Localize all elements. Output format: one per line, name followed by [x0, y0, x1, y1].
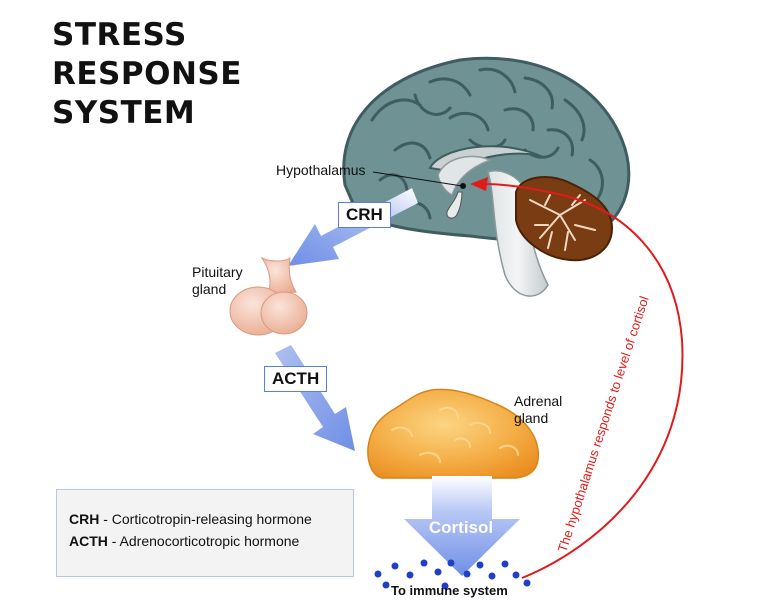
adrenal-label-line: Adrenal [514, 393, 563, 409]
title-line: SYSTEM [52, 95, 196, 131]
legend-row-crh: CRH - Corticotropin-releasing hormone [69, 508, 353, 530]
legend-abbr: CRH [69, 511, 100, 527]
adrenal-label-line: gland [514, 410, 549, 426]
adrenal-gland-illustration [367, 388, 540, 479]
legend-row-acth: ACTH - Adrenocorticotropic hormone [69, 530, 353, 552]
brain-illustration [342, 56, 631, 297]
diagram-title: STRESS RESPONSE SYSTEM [52, 16, 242, 133]
feedback-arrow-line [483, 183, 684, 579]
pituitary-gland-illustration [229, 256, 308, 336]
feedback-arrowhead [470, 177, 488, 191]
immune-system-label: To immune system [391, 583, 508, 598]
title-line: STRESS [52, 17, 187, 53]
cortisol-label: Cortisol [428, 518, 494, 537]
legend-abbr: ACTH [69, 533, 108, 549]
legend-definition: - Corticotropin-releasing hormone [99, 511, 312, 527]
cortisol-arrow [404, 476, 520, 576]
legend-box: CRH - Corticotropin-releasing hormone AC… [56, 489, 354, 577]
acth-label: ACTH [264, 366, 328, 392]
title-line: RESPONSE [52, 56, 242, 92]
hypothalamus-label: Hypothalamus [276, 162, 366, 178]
adrenal-label: Adrenal gland [514, 393, 562, 427]
acth-flow-arrow [275, 345, 355, 451]
hypothalamus-pointer-line [372, 171, 463, 187]
legend-definition: - Adrenocorticotropic hormone [107, 533, 300, 549]
pituitary-label: Pituitary gland [192, 264, 243, 298]
cortisol-molecules [374, 559, 531, 590]
crh-label: CRH [338, 202, 391, 228]
pituitary-label-line: gland [192, 281, 227, 297]
pituitary-label-line: Pituitary [192, 264, 243, 280]
feedback-label: The hypothalamus responds to level of co… [555, 294, 652, 554]
